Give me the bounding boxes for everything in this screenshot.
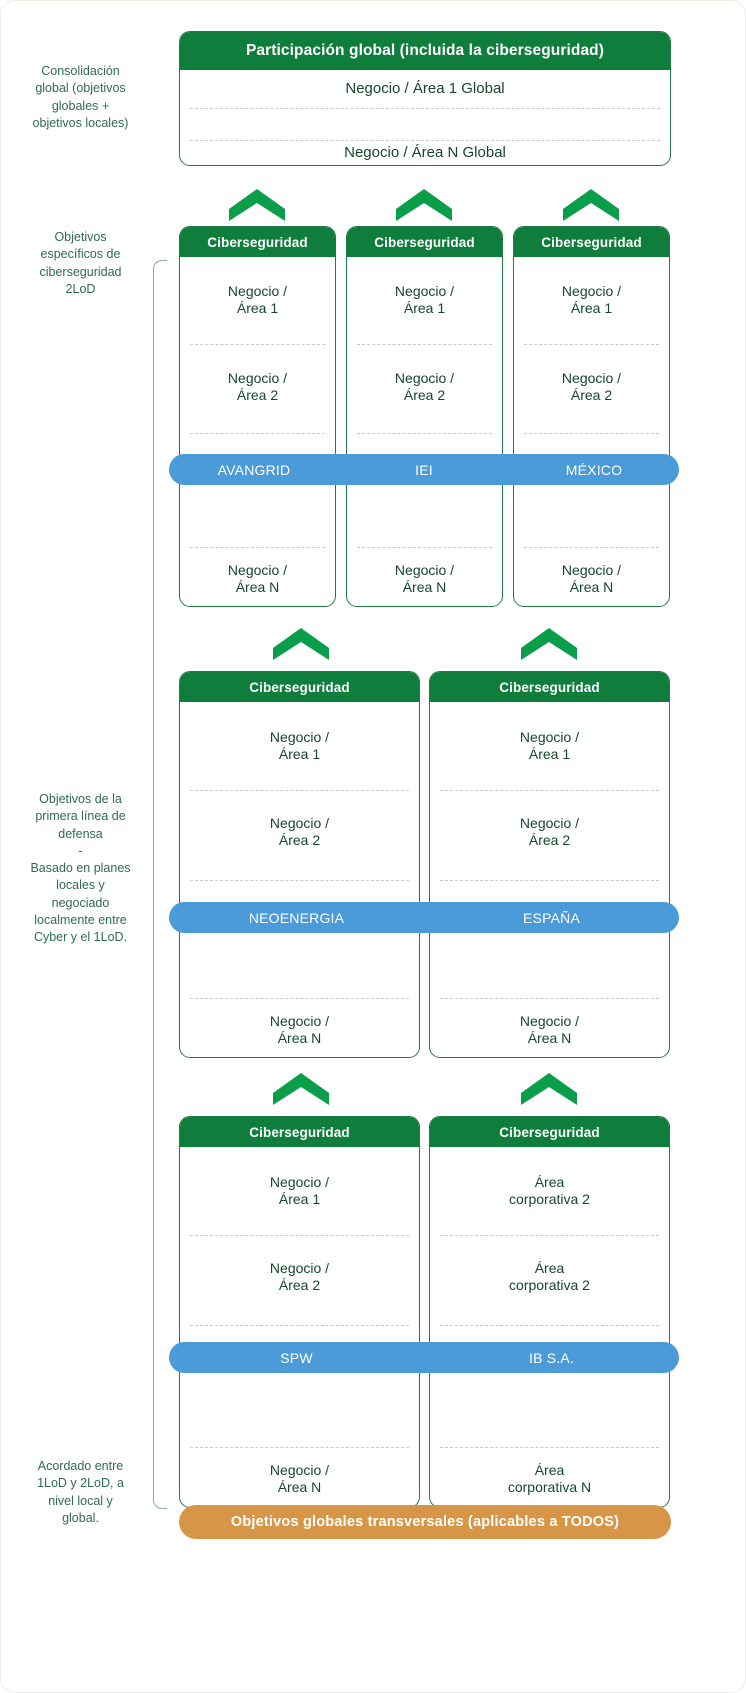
tier1-header-neoenergia: Ciberseguridad (180, 672, 419, 702)
row-divider (190, 433, 325, 434)
tier2-mexico-row-4: Negocio / Área N (561, 561, 622, 595)
tier1-espana-row-4: Negocio / Área N (519, 1012, 580, 1046)
tier2-card-mexico: Ciberseguridad Negocio / Área 1 Negocio … (513, 226, 670, 607)
tier2-avangrid-row-1: Negocio / Área 1 (227, 282, 288, 316)
chevron-up-icon (396, 187, 452, 221)
tier1-header-ibsa: Ciberseguridad (430, 1117, 669, 1147)
row-divider (190, 998, 409, 999)
row-divider (440, 1235, 659, 1236)
tier2-iei-row-1: Negocio / Área 1 (394, 282, 455, 316)
row-divider (190, 108, 660, 109)
tier1-neoenergia-row-1: Negocio / Área 1 (269, 728, 330, 762)
tier2-card-iei: Ciberseguridad Negocio / Área 1 Negocio … (346, 226, 503, 607)
tier1-neoenergia-row-4: Negocio / Área N (269, 1012, 330, 1046)
entity-bar-tier2: AVANGRID IEI MÉXICO (169, 454, 679, 485)
chevron-up-icon (273, 1071, 329, 1105)
global-row-3: Negocio / Área N Global (344, 144, 506, 162)
entity-label-spw: SPW (280, 1349, 313, 1366)
row-divider (440, 790, 659, 791)
row-divider (190, 344, 325, 345)
tier1-header-espana: Ciberseguridad (430, 672, 669, 702)
side-label-agreed: Acordado entre 1LoD y 2LoD, a nivel loca… (37, 1459, 124, 1525)
tier2-iei-row-4: Negocio / Área N (394, 561, 455, 595)
tier1-espana-row-1: Negocio / Área 1 (519, 728, 580, 762)
global-row-2 (180, 108, 670, 140)
row-divider (524, 547, 659, 548)
side-label-tier1: Objetivos de la primera línea de defensa… (30, 792, 131, 944)
tier2-mexico-row-1: Negocio / Área 1 (561, 282, 622, 316)
global-participation-card: Participación global (incluida la cibers… (179, 31, 671, 166)
tier2-card-avangrid: Ciberseguridad Negocio / Área 1 Negocio … (179, 226, 336, 607)
entity-bar-tier1a: NEOENERGIA ESPAÑA (169, 902, 679, 933)
chevron-up-icon (521, 1071, 577, 1105)
row-divider (190, 140, 660, 141)
side-label-consolidation: Consolidación global (objetivos globales… (32, 64, 129, 130)
row-divider (357, 433, 492, 434)
chevron-up-icon (521, 626, 577, 660)
tier2-iei-row-2: Negocio / Área 2 (394, 369, 455, 403)
chevron-up-icon (273, 626, 329, 660)
row-divider (190, 790, 409, 791)
row-divider (190, 547, 325, 548)
tier1-card-neoenergia: Ciberseguridad Negocio / Área 1 Negocio … (179, 671, 420, 1058)
global-participation-header: Participación global (incluida la cibers… (180, 32, 670, 70)
tier2-avangrid-row-2: Negocio / Área 2 (227, 369, 288, 403)
entity-bar-tier1b: SPW IB S.A. (169, 1342, 679, 1373)
tier2-header-avangrid: Ciberseguridad (180, 227, 335, 257)
tier2-header-mexico: Ciberseguridad (514, 227, 669, 257)
tier1-spw-row-4: Negocio / Área N (269, 1461, 330, 1495)
row-divider (440, 880, 659, 881)
row-divider (440, 998, 659, 999)
global-transversal-bar: Objetivos globales transversales (aplica… (179, 1505, 671, 1539)
tier2-avangrid-row-4: Negocio / Área N (227, 561, 288, 595)
tier1-ibsa-row-4: Área corporativa N (507, 1461, 592, 1495)
row-divider (440, 1325, 659, 1326)
entity-label-neoenergia: NEOENERGIA (248, 909, 345, 926)
row-divider (440, 1447, 659, 1448)
tier1-card-spw: Ciberseguridad Negocio / Área 1 Negocio … (179, 1116, 420, 1508)
chevron-up-icon (229, 187, 285, 221)
tier1-neoenergia-row-2: Negocio / Área 2 (269, 814, 330, 848)
entity-label-iei: IEI (415, 461, 433, 478)
global-transversal-label: Objetivos globales transversales (aplica… (230, 1514, 620, 1530)
tier2-mexico-row-2: Negocio / Área 2 (561, 369, 622, 403)
row-divider (190, 1325, 409, 1326)
tier1-spw-row-2: Negocio / Área 2 (269, 1259, 330, 1293)
entity-label-espana: ESPAÑA (523, 909, 580, 926)
tier1-espana-row-2: Negocio / Área 2 (519, 814, 580, 848)
global-row-1: Negocio / Área 1 Global (345, 79, 505, 97)
tier1-ibsa-row-2: Área corporativa 2 (509, 1259, 590, 1293)
entity-label-avangrid: AVANGRID (217, 461, 291, 478)
tier1-spw-row-1: Negocio / Área 1 (269, 1173, 330, 1207)
tier1-header-spw: Ciberseguridad (180, 1117, 419, 1147)
chevron-up-icon (563, 187, 619, 221)
side-label-tier2: Objetivos específicos de ciberseguridad … (39, 230, 122, 296)
row-divider (190, 1235, 409, 1236)
row-divider (190, 1447, 409, 1448)
row-divider (524, 344, 659, 345)
scope-bracket (153, 260, 167, 1509)
entity-label-ibsa: IB S.A. (529, 1349, 574, 1366)
row-divider (357, 344, 492, 345)
row-divider (190, 880, 409, 881)
entity-label-mexico: MÉXICO (565, 461, 623, 478)
row-divider (357, 547, 492, 548)
tier1-ibsa-row-1: Área corporativa 2 (509, 1173, 590, 1207)
tier2-header-iei: Ciberseguridad (347, 227, 502, 257)
row-divider (524, 433, 659, 434)
tier1-card-ibsa: Ciberseguridad Área corporativa 2 Área c… (429, 1116, 670, 1508)
tier1-card-espana: Ciberseguridad Negocio / Área 1 Negocio … (429, 671, 670, 1058)
